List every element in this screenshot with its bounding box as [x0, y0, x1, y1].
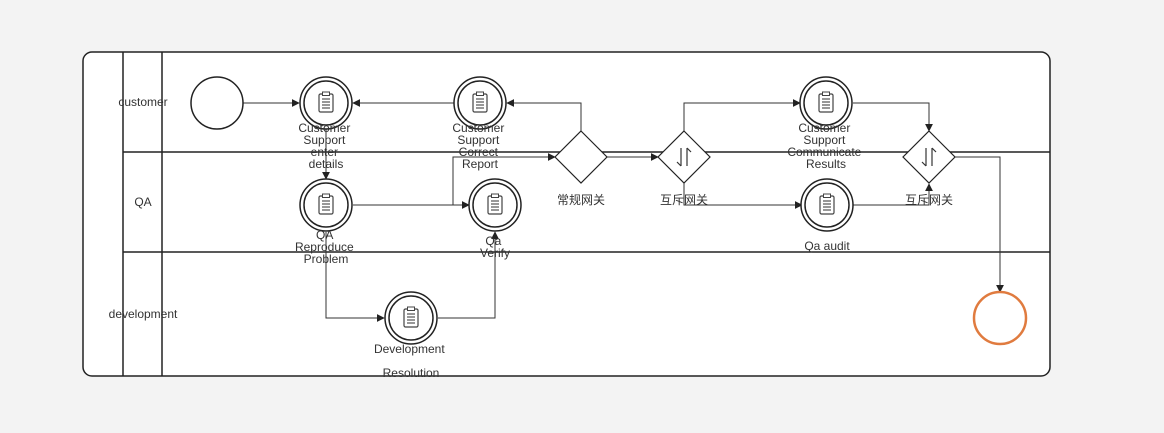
clipboard-icon — [818, 91, 834, 113]
clipboard-icon — [318, 193, 334, 215]
task-label-qa-verify: Qa Verify — [480, 234, 510, 260]
task-label-qa-reproduce-problem: QA Reproduce Problem — [295, 228, 357, 266]
gateway-label-regular: 常规网关 — [557, 192, 605, 207]
flow-t7-to-t5 — [438, 231, 499, 319]
flow-t6-to-g3 — [853, 183, 933, 206]
task-customer-support-correct-report[interactable] — [453, 76, 507, 130]
task-qa-audit[interactable] — [800, 178, 854, 232]
task-customer-support-enter-details[interactable] — [299, 76, 353, 130]
task-qa-verify[interactable] — [468, 178, 522, 232]
flow-g2-to-t3 — [683, 99, 801, 132]
gateway-exclusive-2[interactable] — [902, 130, 956, 184]
clipboard-icon — [318, 91, 334, 113]
flow-t4-to-g1 — [452, 153, 556, 205]
end-event[interactable] — [972, 290, 1028, 346]
task-label-customer-support-communicate-results: Customer Support Communicate Results — [787, 121, 864, 171]
flow-g1-to-t2 — [506, 99, 582, 132]
lane-label-qa: QA — [134, 195, 151, 209]
clipboard-icon — [403, 306, 419, 328]
flow-g3-to-end — [955, 156, 1004, 293]
task-label-qa-audit: Qa audit — [804, 239, 850, 253]
gateway-exclusive-1[interactable] — [657, 130, 711, 184]
task-label-customer-support-enter-details: Customer Support enter details — [298, 121, 353, 171]
flow-t4-to-t7 — [325, 232, 385, 322]
task-label-customer-support-correct-report: Customer Support Correct Report — [452, 121, 507, 171]
clipboard-icon — [819, 193, 835, 215]
lane-label-customer: customer — [118, 95, 167, 109]
exclusive-gateway-icon — [921, 147, 937, 167]
gateway-regular[interactable] — [554, 130, 608, 184]
flow-g2-to-t6 — [683, 183, 803, 209]
exclusive-gateway-icon — [676, 147, 692, 167]
lane-label-development: development — [109, 307, 178, 321]
task-development-resolution[interactable] — [384, 291, 438, 345]
clipboard-icon — [487, 193, 503, 215]
task-customer-support-communicate-results[interactable] — [799, 76, 853, 130]
clipboard-icon — [472, 91, 488, 113]
sequence-flows — [243, 99, 1004, 322]
gateway-label-exclusive-2: 互斥网关 — [905, 193, 953, 207]
gateway-label-exclusive-1: 互斥网关 — [660, 193, 708, 207]
task-label-development-resolution: Development Resolution — [374, 342, 448, 380]
task-qa-reproduce-problem[interactable] — [299, 178, 353, 232]
flow-t3-to-g3 — [853, 102, 933, 132]
start-event[interactable] — [190, 76, 244, 130]
